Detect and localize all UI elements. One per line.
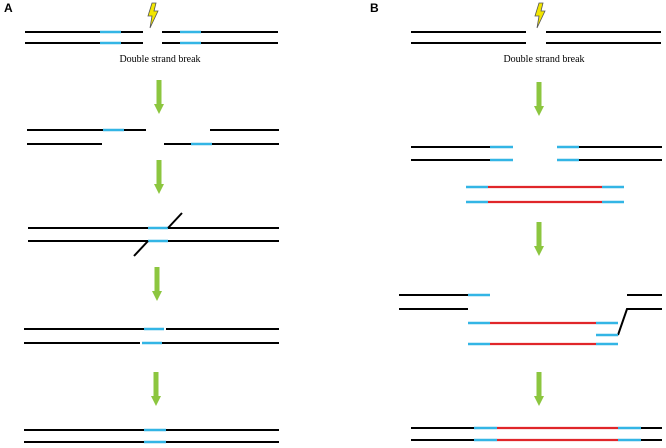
a-step2-resection [27, 128, 279, 146]
b-step3-strand-invasion [399, 293, 662, 346]
caption-b: Double strand break [503, 54, 584, 65]
a-step4-trimmed [24, 327, 279, 345]
arrow-down-icon [534, 222, 544, 256]
arrow-down-icon [534, 372, 544, 406]
arrow-down-icon [154, 80, 164, 114]
caption-a: Double strand break [119, 54, 200, 65]
arrow-down-icon [154, 160, 164, 194]
panel-a: A Double strand break [4, 1, 279, 444]
lightning-icon [147, 2, 159, 29]
panel-label-a: A [4, 1, 13, 15]
panel-b: B Double strand break [370, 1, 662, 442]
b-step1-double-strand-break: Double strand break [411, 2, 661, 65]
lightning-icon [534, 2, 546, 29]
arrow-down-icon [151, 372, 161, 406]
arrow-down-icon [152, 267, 162, 301]
panel-label-b: B [370, 1, 379, 15]
donor-template [466, 185, 624, 204]
a-step3-annealing [28, 212, 279, 257]
b-step4-repaired-insertion [411, 426, 662, 442]
b-step2-resection-and-donor [411, 145, 662, 204]
a-step5-ligated [24, 428, 279, 444]
a-step1-double-strand-break: Double strand break [25, 2, 278, 65]
arrow-down-icon [534, 82, 544, 116]
